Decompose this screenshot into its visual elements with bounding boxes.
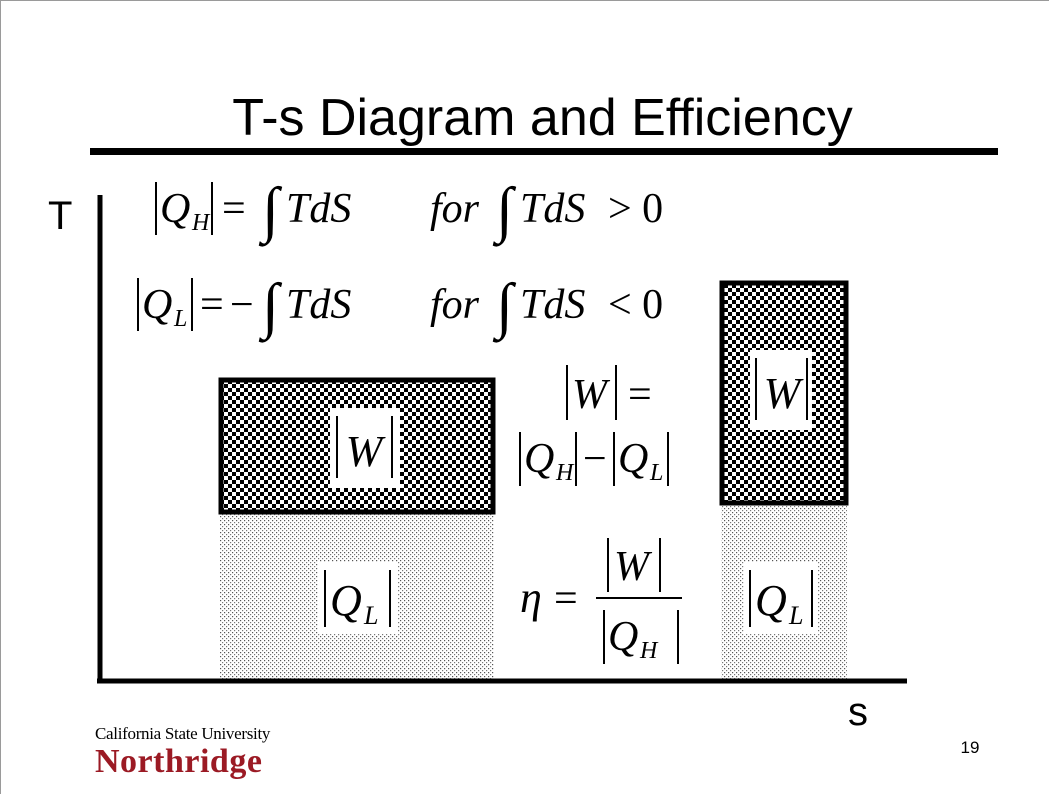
- svg-text:Q: Q: [330, 576, 362, 625]
- svg-text:Q: Q: [608, 614, 638, 660]
- svg-text:TdS: TdS: [286, 186, 351, 232]
- university-logo: California State University Northridge: [95, 725, 270, 781]
- left-work-label-box: [330, 408, 400, 488]
- svg-text:< 0: < 0: [608, 282, 663, 328]
- svg-text:H: H: [555, 460, 575, 486]
- title-underline: [90, 148, 998, 155]
- svg-text:Q: Q: [524, 436, 554, 482]
- svg-text:L: L: [173, 306, 187, 332]
- left-work-label: W: [336, 416, 393, 478]
- svg-text:TdS: TdS: [520, 282, 585, 328]
- svg-text:L: L: [363, 601, 378, 630]
- svg-text:W: W: [572, 372, 611, 418]
- right-heat-label-box: [744, 562, 818, 634]
- svg-text:W: W: [346, 427, 386, 476]
- svg-text:Q: Q: [142, 282, 172, 328]
- equation-qh: Q H = ∫ TdS for ∫ TdS > 0: [155, 176, 663, 247]
- svg-text:L: L: [788, 601, 803, 630]
- right-heat-label: Q L: [749, 570, 813, 630]
- svg-text:η: η: [520, 573, 542, 622]
- svg-text:∫: ∫: [492, 176, 517, 247]
- left-heat-label-box: [318, 562, 398, 634]
- svg-text:H: H: [191, 210, 211, 236]
- svg-text:TdS: TdS: [286, 282, 351, 328]
- svg-text:> 0: > 0: [608, 186, 663, 232]
- right-work-label-box: [750, 350, 812, 430]
- svg-text:Q: Q: [618, 436, 648, 482]
- svg-text:Q: Q: [755, 576, 787, 625]
- svg-text:W: W: [764, 369, 804, 418]
- svg-text:−: −: [230, 282, 254, 328]
- slide-number: 19: [960, 738, 980, 757]
- svg-text:=: =: [222, 186, 246, 232]
- logo-line1: California State University: [95, 724, 271, 743]
- slide-title: T-s Diagram and Efficiency: [232, 89, 853, 147]
- svg-text:Q: Q: [160, 186, 190, 232]
- svg-text:for: for: [430, 186, 480, 232]
- right-work-label: W: [755, 358, 808, 420]
- svg-text:L: L: [649, 460, 663, 486]
- logo-line2: Northridge: [95, 743, 263, 780]
- t-axis-label: T: [48, 194, 73, 238]
- equation-ql: Q L = − ∫ TdS for ∫ TdS < 0: [137, 272, 663, 343]
- svg-text:=: =: [628, 372, 652, 418]
- svg-text:∫: ∫: [492, 272, 517, 343]
- s-axis-label: s: [848, 690, 868, 734]
- svg-text:∫: ∫: [258, 176, 283, 247]
- svg-text:=: =: [200, 282, 224, 328]
- left-heat-label: Q L: [324, 570, 391, 630]
- svg-text:for: for: [430, 282, 480, 328]
- svg-text:−: −: [583, 436, 607, 482]
- svg-text:W: W: [614, 544, 653, 590]
- svg-text:TdS: TdS: [520, 186, 585, 232]
- equation-work: W = Q H − Q L: [519, 365, 669, 486]
- svg-text:=: =: [554, 576, 578, 622]
- svg-text:∫: ∫: [258, 272, 283, 343]
- equation-efficiency: η = W Q H: [520, 538, 682, 664]
- svg-text:H: H: [639, 638, 659, 664]
